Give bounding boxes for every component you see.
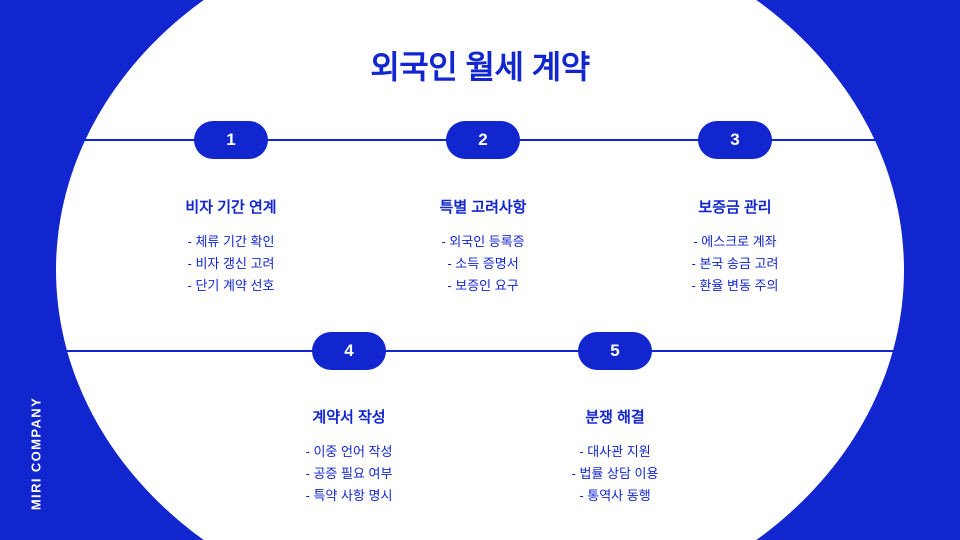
step-heading-5: 분쟁 해결 [585,409,645,426]
step-item: - 이중 언어 작성 [305,444,393,459]
step-item: - 대사관 지원 [579,444,651,459]
step-badge-3: 3 [698,121,772,159]
step-column-2: 특별 고려사항 - 외국인 등록증 - 소득 증명서 - 보증인 요구 [363,196,603,297]
step-item: - 법률 상담 이용 [571,466,659,481]
company-name: MIRI COMPANY [28,396,44,511]
step-column-3: 보증금 관리 - 에스크로 계좌 - 본국 송금 고려 - 환율 변동 주의 [615,196,855,297]
step-item: - 외국인 등록증 [441,234,525,249]
page-title: 외국인 월세 계약 [370,49,590,85]
step-column-1: 비자 기간 연계 - 체류 기간 확인 - 비자 갱신 고려 - 단기 계약 선… [111,196,351,297]
step-column-5: 분쟁 해결 - 대사관 지원 - 법률 상담 이용 - 통역사 동행 [495,406,735,507]
divider-line-bottom [0,350,960,352]
step-item: - 통역사 동행 [579,488,651,503]
step-heading-4: 계약서 작성 [312,409,386,426]
step-item: - 본국 송금 고려 [691,256,779,271]
step-badge-1: 1 [194,121,268,159]
step-item: - 비자 갱신 고려 [187,256,275,271]
step-item: - 소득 증명서 [447,256,519,271]
background-oval-shape [56,0,904,540]
step-item: - 보증인 요구 [447,278,519,293]
step-badge-2: 2 [446,121,520,159]
step-heading-1: 비자 기간 연계 [185,199,277,216]
step-column-4: 계약서 작성 - 이중 언어 작성 - 공증 필요 여부 - 특약 사항 명시 [229,406,469,507]
sparkle-icon [902,460,946,504]
step-item: - 에스크로 계좌 [693,234,777,249]
step-item: - 단기 계약 선호 [187,278,275,293]
step-badge-4: 4 [312,332,386,370]
step-badge-5: 5 [578,332,652,370]
step-heading-2: 특별 고려사항 [439,199,527,216]
step-heading-3: 보증금 관리 [698,199,772,216]
step-item: - 특약 사항 명시 [305,488,393,503]
step-item: - 체류 기간 확인 [187,234,275,249]
step-item: - 공증 필요 여부 [305,466,393,481]
step-item: - 환율 변동 주의 [691,278,779,293]
